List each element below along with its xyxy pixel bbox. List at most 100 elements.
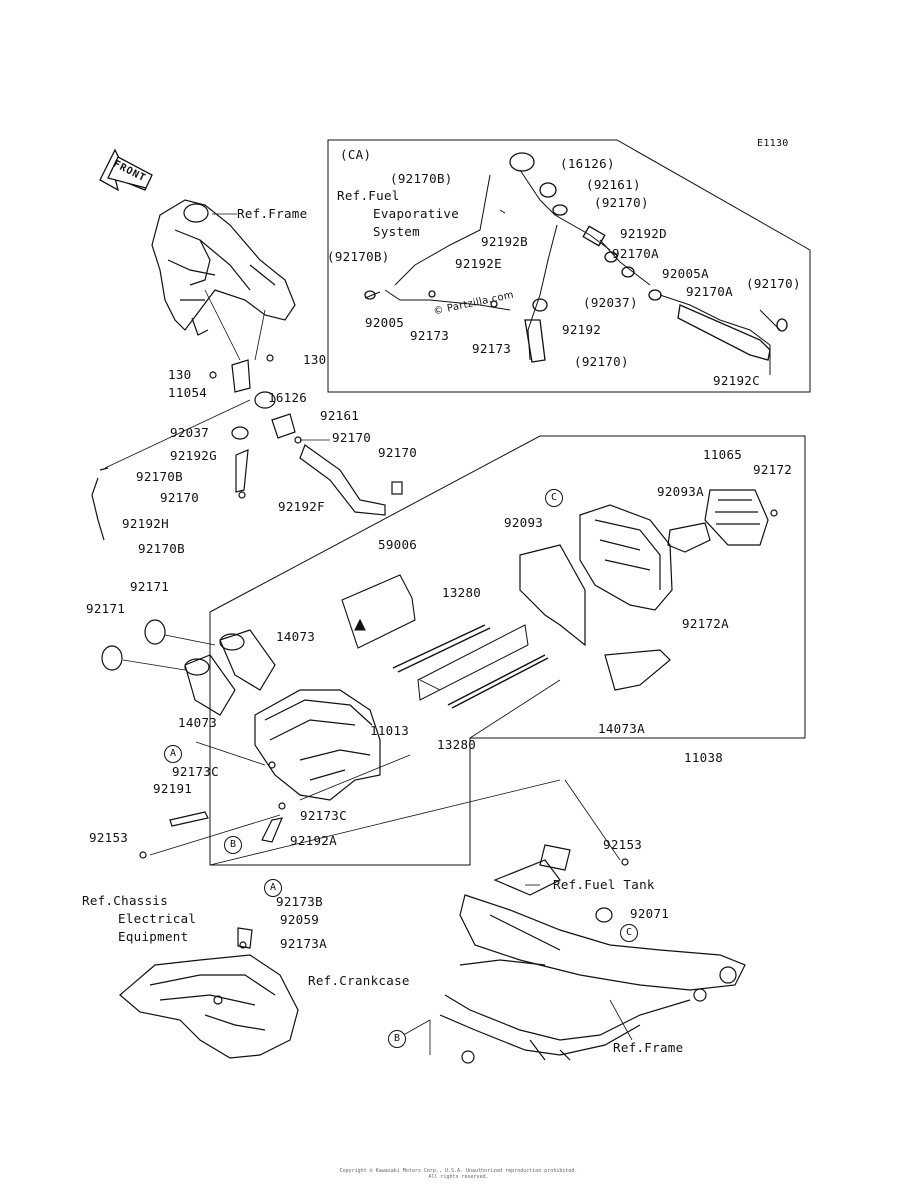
bracket-parts (91, 354, 403, 541)
label-92171-b: 92171 (86, 601, 126, 616)
label-11065: 11065 (703, 447, 743, 462)
diagram-code: E1130 (757, 138, 789, 149)
inset-label-92173-2: 92173 (472, 341, 512, 356)
label-16126: 16126 (268, 390, 308, 405)
inset-label-92170: (92170) (594, 195, 649, 210)
label-92153-b: 92153 (603, 837, 643, 852)
label-92170b-2: 92170B (138, 541, 185, 556)
label-ref-frame-top: Ref.Frame (237, 206, 308, 221)
label-92153-a: 92153 (89, 830, 129, 845)
frame-leaders (204, 213, 266, 361)
airbox-lid (579, 489, 778, 611)
label-92161: 92161 (320, 408, 360, 423)
inset-label-92170a-2: 92170A (686, 284, 733, 299)
inset-ref-evap: Evaporative (373, 206, 460, 221)
inset-label-92192c: 92192C (713, 373, 760, 388)
label-92170-2: 92170 (160, 490, 200, 505)
inset-label-92170-bottom: (92170) (574, 354, 629, 369)
label-92192g: 92192G (170, 448, 217, 463)
label-92170-3: 92170 (378, 445, 418, 460)
label-92037: 92037 (170, 425, 210, 440)
copyright-footer: Copyright © Kawasaki Motors Corp., U.S.A… (0, 1168, 917, 1180)
inset-label-92005: 92005 (365, 315, 405, 330)
label-ref-chassis: Ref.Chassis (82, 893, 169, 908)
inset-label-92170a: 92170A (612, 246, 659, 261)
callout-c-top: C (545, 489, 563, 507)
duct-14073A (604, 649, 671, 691)
label-92172a: 92172A (682, 616, 729, 631)
inset-label-92037: (92037) (583, 295, 638, 310)
misc-leaders (149, 679, 621, 861)
left-hose-leaders (104, 399, 330, 469)
inset-box-outline (327, 139, 811, 393)
label-92173c: 92173C (172, 764, 219, 779)
label-92192f: 92192F (278, 499, 325, 514)
callout-a-bottom: A (264, 879, 282, 897)
label-13280: 13280 (442, 585, 482, 600)
drain-hoses (139, 802, 629, 866)
inset-label-92192: 92192 (562, 322, 602, 337)
label-92173c-2: 92173C (300, 808, 347, 823)
label-92170: 92170 (332, 430, 372, 445)
inset-label-92192b: 92192B (481, 234, 528, 249)
clamp-leaders (122, 634, 216, 671)
label-92093a: 92093A (657, 484, 704, 499)
front-arrow-shape (99, 148, 153, 192)
label-14073-b: 14073 (178, 715, 218, 730)
inset-label-16126: (16126) (560, 156, 615, 171)
callout-c-bottom: C (620, 924, 638, 942)
crankcase (119, 927, 299, 1059)
inset-label-92173: 92173 (410, 328, 450, 343)
label-92171-a: 92171 (130, 579, 170, 594)
filter-frames (392, 624, 549, 709)
inset-label-92005a: 92005A (662, 266, 709, 281)
bottom-leaders (397, 884, 633, 1055)
label-92172: 92172 (753, 462, 793, 477)
airbox-body (254, 689, 381, 801)
label-92071: 92071 (630, 906, 670, 921)
label-130-left: 130 (168, 367, 192, 382)
main-frame (439, 844, 746, 1064)
airbox-cover (519, 544, 586, 647)
filter-element (341, 574, 416, 649)
label-130-right: 130 (303, 352, 327, 367)
callout-a-top: A (164, 745, 182, 763)
inset-label-92170b-left: (92170B) (327, 249, 390, 264)
label-ref-crankcase: Ref.Crankcase (308, 973, 410, 988)
label-13280-b: 13280 (437, 737, 477, 752)
label-92192h: 92192H (122, 516, 169, 531)
inset-label-92170-right: (92170) (746, 276, 801, 291)
inset-label-92170b-top: (92170B) (390, 171, 453, 186)
frame-top (151, 199, 296, 336)
inset-label-92192d: 92192D (620, 226, 667, 241)
label-14073-a: 14073 (276, 629, 316, 644)
label-92173a: 92173A (280, 936, 327, 951)
callout-b-bottom: B (388, 1030, 406, 1048)
label-92093: 92093 (504, 515, 544, 530)
inset-ref-system: System (373, 224, 420, 239)
label-92173b: 92173B (276, 894, 323, 909)
copyright-line-1: Copyright © Kawasaki Motors Corp., U.S.A… (339, 1168, 578, 1174)
copyright-line-2: All rights reserved. (428, 1174, 489, 1180)
inset-tag: (CA) (340, 147, 372, 162)
label-11013: 11013 (370, 723, 410, 738)
inset-hose-lines (364, 169, 781, 375)
label-92192a: 92192A (290, 833, 337, 848)
label-92170b: 92170B (136, 469, 183, 484)
label-11054: 11054 (168, 385, 208, 400)
label-92191: 92191 (153, 781, 193, 796)
label-59006: 59006 (378, 537, 418, 552)
inset-label-92192e: 92192E (455, 256, 502, 271)
inset-ref-fuel: Ref.Fuel (337, 188, 400, 203)
label-14073a: 14073A (598, 721, 645, 736)
label-ref-fuel-tank: Ref.Fuel Tank (553, 877, 655, 892)
callout-b-top: B (224, 836, 242, 854)
clamps-ducts (101, 619, 276, 716)
inset-parts (364, 152, 788, 363)
label-ref-frame-bottom: Ref.Frame (613, 1040, 684, 1055)
label-11038: 11038 (684, 750, 724, 765)
label-ref-electrical: Electrical (118, 911, 197, 926)
main-region-outline (209, 435, 806, 866)
label-ref-equipment: Equipment (118, 929, 189, 944)
